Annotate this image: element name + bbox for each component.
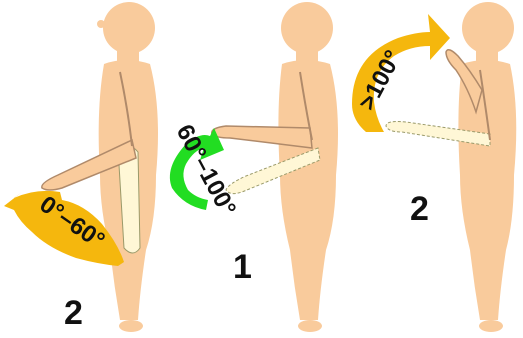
body-silhouette-right <box>458 2 516 332</box>
figure-right: >100° 2 <box>352 2 516 332</box>
arm-horizontal-middle <box>212 126 312 148</box>
grade-number-left: 2 <box>64 294 83 332</box>
grade-number-right: 2 <box>410 190 429 228</box>
figure-middle: 60°–100° 1 <box>170 2 338 332</box>
grade-number-middle: 1 <box>233 248 252 286</box>
figure-left: 0°–60° 2 <box>4 2 158 332</box>
range-arc-right <box>352 14 450 132</box>
